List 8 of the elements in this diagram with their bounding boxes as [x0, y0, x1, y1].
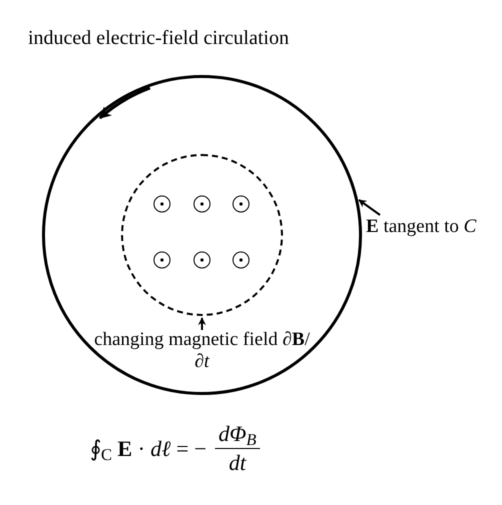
annotation-text: E tangent to C [366, 217, 476, 236]
leader-arrow [198, 317, 206, 330]
fraction-numerator: dΦ$_{B}$ [218, 420, 258, 448]
diagram-title: induced electric-field circulation [28, 28, 289, 48]
leader-arrow [358, 199, 381, 216]
equation-text: ∮$_{C}$ E · dℓ = − [90, 434, 207, 464]
annotation-text: changing magnetic field ∂B/∂t [92, 329, 312, 373]
fraction-denominator: dt [228, 448, 248, 476]
